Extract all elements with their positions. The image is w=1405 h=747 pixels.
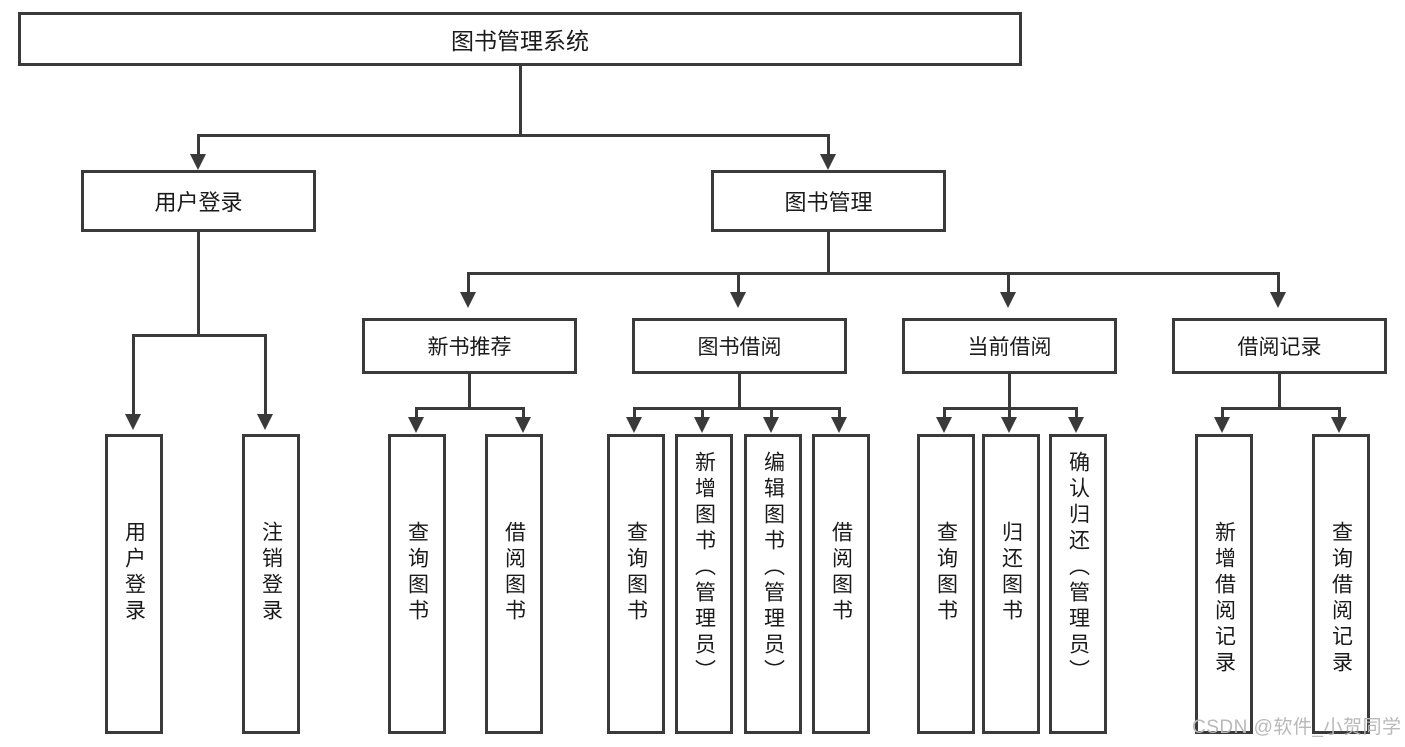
arrowhead-to-leaf-logout [257,414,273,430]
connector-current-borrow-stem [1008,374,1011,410]
leaf-query-book-recommend[interactable]: 查询图书 [388,434,446,734]
leaf-label: 查询图书 [934,521,958,625]
arrowhead-to-leaf-user-login [125,414,141,430]
node-book-management[interactable]: 图书管理 [711,170,946,232]
connector-book-management-stem [827,232,830,274]
connector-new-book-bus [415,407,525,410]
leaf-return-book[interactable]: 归还图书 [982,434,1040,734]
connector-borrow-record-drop-1 [1221,407,1224,419]
connector-book-borrow-drop-1 [633,407,636,419]
leaf-query-book-current[interactable]: 查询图书 [917,434,975,734]
leaf-add-borrow-record[interactable]: 新增借阅记录 [1195,434,1253,734]
connector-new-book-drop-1 [415,407,418,419]
connector-root-stem [519,66,522,134]
connector-current-borrow-drop-1 [943,407,946,419]
arrowhead-to-current-borrow [1000,292,1016,308]
connector-book-borrow-drop-3 [770,407,773,419]
leaf-label: 新增借阅记录 [1212,521,1236,677]
arrowhead-to-leaf-add-record [1214,417,1230,433]
connector-current-borrow-drop-3 [1075,407,1078,419]
connector-user-login-stem [197,232,200,337]
node-label: 图书管理系统 [451,28,589,54]
node-borrow-record[interactable]: 借阅记录 [1172,318,1387,374]
arrowhead-to-new-book-recommend [460,292,476,308]
connector-book-borrow-stem [738,374,741,410]
connector-lvl3-drop-4 [1277,272,1280,294]
arrowhead-to-leaf-query-book-2 [626,417,642,433]
leaf-confirm-return-admin[interactable]: 确认归还（管理员） [1049,434,1107,734]
connector-lvl3-drop-1 [467,272,470,294]
leaf-logout[interactable]: 注销登录 [242,434,300,734]
connector-user-login-drop-2 [264,334,267,416]
connector-book-borrow-drop-2 [701,407,704,419]
arrowhead-to-book-borrow [730,292,746,308]
leaf-label: 归还图书 [999,521,1023,625]
leaf-label: 注销登录 [259,521,283,625]
leaf-query-borrow-record[interactable]: 查询借阅记录 [1312,434,1370,734]
connector-new-book-drop-2 [522,407,525,419]
node-label: 用户登录 [154,190,243,215]
connector-borrow-record-drop-2 [1338,407,1341,419]
leaf-label: 查询图书 [624,521,648,625]
connector-root-bus [197,134,830,137]
leaf-user-login[interactable]: 用户登录 [105,434,163,734]
leaf-label: 查询图书 [405,521,429,625]
node-label: 当前借阅 [967,336,1052,359]
arrowhead-to-user-login [190,154,206,170]
connector-new-book-stem [468,374,471,410]
leaf-label: 借阅图书 [829,521,853,625]
node-label: 借阅记录 [1237,336,1322,359]
connector-root-drop-left [197,134,200,156]
leaf-label: 新增图书（管理员） [692,451,716,685]
node-label: 图书借阅 [697,336,782,359]
arrowhead-to-book-management [820,154,836,170]
arrowhead-to-leaf-borrow-book-2 [831,417,847,433]
node-label: 新书推荐 [427,336,512,359]
node-label: 图书管理 [784,190,873,215]
leaf-label: 查询借阅记录 [1329,521,1353,677]
node-book-borrow[interactable]: 图书借阅 [632,318,847,374]
arrowhead-to-leaf-borrow-book-1 [515,417,531,433]
leaf-label: 用户登录 [122,521,146,625]
arrowhead-to-leaf-edit-book [763,417,779,433]
arrowhead-to-leaf-add-book [694,417,710,433]
node-new-book-recommend[interactable]: 新书推荐 [362,318,577,374]
connector-user-login-drop-1 [132,334,135,416]
leaf-edit-book-admin[interactable]: 编辑图书（管理员） [744,434,802,734]
connector-borrow-record-stem [1278,374,1281,410]
leaf-borrow-book[interactable]: 借阅图书 [812,434,870,734]
connector-book-borrow-drop-4 [838,407,841,419]
connector-book-borrow-bus [633,407,840,410]
arrowhead-to-borrow-record [1270,292,1286,308]
node-root-library-system[interactable]: 图书管理系统 [18,12,1022,66]
csdn-watermark: CSDN @软件_小贺同学 [1192,717,1402,738]
leaf-label: 确认归还（管理员） [1066,451,1090,685]
connector-user-login-bus [132,334,267,337]
connector-lvl3-drop-2 [737,272,740,294]
connector-root-drop-right [827,134,830,156]
arrowhead-to-leaf-query-record [1331,417,1347,433]
connector-lvl3-drop-3 [1007,272,1010,294]
arrowhead-to-leaf-return-book [1001,417,1017,433]
leaf-label: 借阅图书 [502,521,526,625]
leaf-query-book-borrow[interactable]: 查询图书 [607,434,665,734]
leaf-label: 编辑图书（管理员） [761,451,785,685]
leaf-borrow-book-recommend[interactable]: 借阅图书 [485,434,543,734]
arrowhead-to-leaf-query-book-3 [936,417,952,433]
connector-book-management-bus [467,272,1280,275]
node-current-borrow[interactable]: 当前借阅 [902,318,1117,374]
connector-borrow-record-bus [1221,407,1341,410]
connector-current-borrow-drop-2 [1008,407,1011,419]
arrowhead-to-leaf-confirm-return [1068,417,1084,433]
node-user-login[interactable]: 用户登录 [81,170,316,232]
leaf-add-book-admin[interactable]: 新增图书（管理员） [675,434,733,734]
arrowhead-to-leaf-query-book-1 [408,417,424,433]
